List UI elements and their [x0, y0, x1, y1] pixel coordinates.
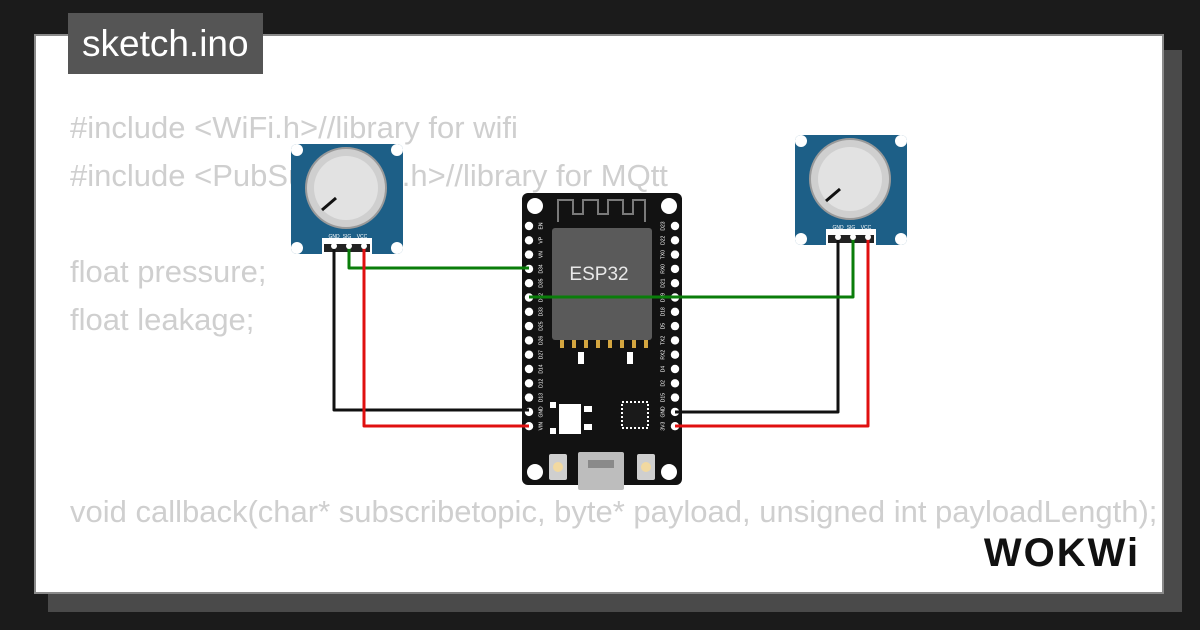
right-header-pin[interactable]	[670, 307, 680, 316]
right-header-pin[interactable]	[670, 379, 680, 388]
left-pin-label: D12	[538, 379, 544, 388]
left-header-pin[interactable]	[524, 393, 534, 402]
potentiometer-2[interactable]: GND SIG VCC	[795, 135, 907, 245]
left-header-pin[interactable]	[524, 250, 534, 259]
left-pin-label: D35	[538, 278, 544, 287]
right-header-pin[interactable]	[670, 250, 680, 259]
code-line: float leakage;	[70, 302, 255, 337]
left-pin-label: D34	[538, 264, 544, 273]
left-pin-label: VIN	[538, 422, 544, 431]
right-header-pin[interactable]	[670, 221, 680, 231]
right-pin-label: GND	[660, 406, 666, 418]
esp32-module	[552, 228, 652, 340]
right-header-pin[interactable]	[670, 393, 680, 402]
left-pin-label: VP	[538, 236, 544, 243]
left-pin-label: D26	[538, 336, 544, 345]
right-pin-label: D4	[660, 366, 666, 373]
pot1-pin-vcc: VCC	[357, 234, 368, 240]
pot-indicator	[321, 196, 337, 212]
right-pin-label: TX0	[660, 250, 666, 259]
left-header-pin[interactable]	[524, 236, 534, 245]
code-line: void callback(char* subscribetopic, byte…	[70, 494, 1158, 529]
code-line: float pressure;	[70, 254, 267, 289]
right-pin-label: D21	[660, 278, 666, 287]
code-line: //-------credentials of IBM Accounts----…	[70, 584, 1157, 592]
left-pin-label: EN	[538, 222, 544, 229]
right-pin-label: RX0	[660, 264, 666, 274]
pot2-pin-vcc: VCC	[861, 225, 872, 231]
usb-connector	[578, 452, 624, 490]
antenna-trace	[557, 199, 646, 222]
right-header-pin[interactable]	[670, 321, 680, 331]
file-tab[interactable]: sketch.ino	[68, 13, 263, 74]
left-header-pin[interactable]	[524, 379, 534, 388]
wire-gnd-pot1	[332, 246, 529, 412]
right-header-pin[interactable]	[670, 236, 680, 245]
wire-vcc-pot2	[675, 237, 870, 428]
pot2-pin-gnd: GND	[832, 225, 844, 231]
left-header-pin[interactable]	[524, 321, 534, 331]
left-pin-label: D33	[538, 307, 544, 316]
left-header-pin[interactable]	[524, 336, 534, 345]
wire-sig-pot2	[529, 237, 855, 299]
right-pin-label: D18	[660, 307, 666, 316]
pot-indicator	[825, 187, 841, 203]
right-header-pin[interactable]	[670, 264, 680, 274]
right-pin-label: D15	[660, 393, 666, 402]
code-line: #include <WiFi.h>//library for wifi	[70, 110, 518, 145]
left-header-pin[interactable]	[524, 279, 534, 288]
right-header-pin[interactable]	[670, 336, 680, 345]
code-preview: #include <WiFi.h>//library for wifi #inc…	[70, 104, 1158, 592]
right-pin-label: D22	[660, 236, 666, 245]
esp32-board[interactable]: ESP32	[522, 193, 682, 490]
right-pin-label: D5	[660, 323, 666, 330]
left-header-pin[interactable]	[524, 364, 534, 374]
right-header-pin[interactable]	[670, 279, 680, 288]
pot1-pin-sig: SIG	[343, 234, 352, 240]
left-header-pin[interactable]	[524, 350, 534, 359]
left-pin-label: GND	[538, 406, 544, 418]
potentiometer-1[interactable]: GND SIG VCC	[291, 144, 403, 254]
left-pin-label: D14	[538, 364, 544, 373]
wire-gnd-pot2	[675, 237, 840, 414]
right-pin-label: TX2	[660, 336, 666, 345]
pot2-pin-sig: SIG	[847, 225, 856, 231]
right-pin-label: RX2	[660, 350, 666, 360]
wire-sig-pot1	[347, 246, 529, 270]
wire-vcc-pot1	[362, 246, 529, 428]
usb-chip	[621, 401, 649, 429]
left-header-pin[interactable]	[524, 221, 534, 231]
svg-text:WOKWi: WOKWi	[984, 531, 1140, 575]
reset-button	[637, 454, 655, 480]
left-pin-label: D25	[538, 321, 544, 330]
wokwi-logo: WOKWi	[984, 531, 1140, 575]
right-pin-label: D2	[660, 380, 666, 387]
left-pin-label: D13	[538, 393, 544, 402]
left-header-pin[interactable]	[524, 307, 534, 316]
pot1-pin-gnd: GND	[328, 234, 340, 240]
boot-button	[549, 454, 567, 480]
voltage-regulator	[550, 402, 592, 434]
right-pin-label: 3V3	[660, 422, 666, 431]
left-pin-label: D27	[538, 350, 544, 359]
left-pin-label: VN	[538, 251, 544, 258]
right-header-pin[interactable]	[670, 364, 680, 374]
chip-label: ESP32	[569, 264, 628, 285]
right-pin-label: D23	[660, 221, 666, 230]
right-header-pin[interactable]	[670, 350, 680, 359]
